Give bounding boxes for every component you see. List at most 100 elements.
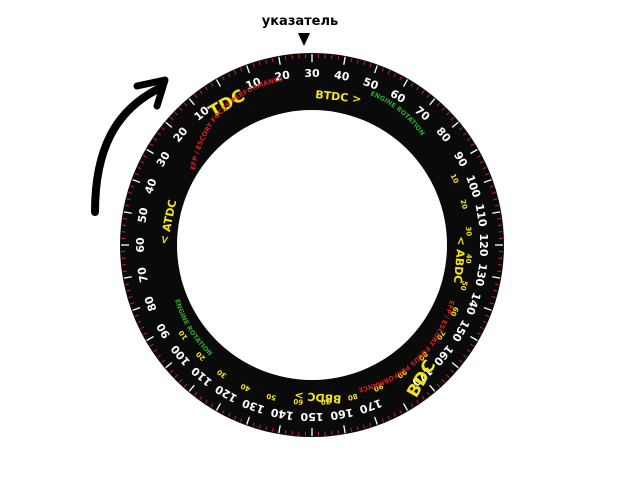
wheel-minor-label: 30: [464, 226, 473, 237]
wheel-tick: [485, 314, 490, 318]
wheel-tick: [137, 166, 142, 170]
wheel-tick: [169, 369, 174, 374]
wheel-tick: [153, 349, 158, 353]
wheel-tick: [130, 185, 135, 188]
wheel-tick: [149, 143, 154, 147]
wheel-tick: [350, 58, 353, 63]
wheel-tick: [470, 148, 478, 155]
wheel-tick: [284, 55, 287, 60]
wheel-tick: [125, 283, 130, 286]
wheel-tick: [183, 102, 188, 107]
wheel-tick: [258, 61, 261, 66]
wheel-tick: [221, 76, 225, 81]
wheel-tick: [143, 332, 148, 336]
wheel-tick: [402, 79, 409, 87]
wheel-degree-label: 120: [477, 234, 490, 257]
wheel-tick: [174, 111, 178, 116]
wheel-degree-label: 160: [329, 405, 354, 422]
wheel-degree-label: 10: [244, 75, 263, 93]
wheel-tick: [470, 343, 475, 347]
wheel-tick: [436, 102, 441, 107]
wheel-minor-label: 50: [458, 280, 468, 292]
wheel-tick: [204, 399, 208, 404]
wheel-tick: [153, 137, 158, 141]
wheel-tick: [441, 379, 446, 383]
wheel-degree-label: 80: [142, 294, 160, 313]
wheel-degree-label: 30: [304, 67, 320, 80]
wheel-tick: [381, 418, 385, 423]
wheel-minor-label: 70: [320, 397, 331, 406]
pointer-triangle: [298, 33, 310, 46]
wheel-tick: [489, 185, 494, 188]
wheel-tick: [252, 422, 255, 427]
wheel-tick: [174, 374, 178, 379]
wheel-tick: [410, 82, 414, 87]
rotation-arrow-head: [133, 76, 169, 110]
wheel-tick: [157, 354, 162, 358]
wheel-tick: [489, 302, 494, 305]
wheel-tick: [482, 320, 487, 324]
wheel-tick: [393, 73, 397, 78]
wheel-tick: [393, 412, 397, 417]
wheel-tick: [252, 63, 255, 68]
wheel-minor-label: 60: [449, 305, 460, 317]
wheel-minor-label: 40: [464, 253, 473, 264]
wheel-tick: [183, 383, 188, 388]
wheel-tick: [470, 143, 475, 147]
wheel-minor-label: 60: [293, 397, 304, 406]
wheel-tick: [462, 354, 467, 358]
wheel-tick: [178, 379, 183, 383]
wheel-tick: [441, 107, 446, 111]
wheel-tick: [446, 374, 450, 379]
wheel-tick: [343, 425, 346, 434]
wheel-tick: [410, 403, 414, 408]
wheel-degree-label: 130: [472, 262, 489, 287]
wheel-tick: [210, 403, 214, 408]
wheel-tick: [265, 59, 268, 64]
wheel-tick: [126, 198, 131, 201]
wheel-tick: [343, 56, 346, 65]
wheel-tick: [157, 132, 162, 136]
wheel-degree-label: 40: [333, 68, 351, 84]
wheel-tick: [246, 65, 251, 74]
wheel-tick: [278, 56, 281, 65]
wheel-tick: [215, 79, 222, 87]
wheel-tick: [494, 204, 499, 207]
wheel-tick: [132, 179, 141, 184]
wheel-tick: [429, 384, 436, 392]
wheel-tick: [426, 392, 430, 396]
wheel-tick: [493, 198, 498, 201]
wheel-tick: [123, 276, 132, 279]
wheel-tick: [497, 217, 502, 220]
wheel-tick: [128, 191, 133, 194]
wheel-tick: [146, 335, 154, 342]
marker-btdc: BTDC >: [315, 88, 362, 106]
wheel-tick: [476, 332, 481, 336]
wheel-tick: [491, 296, 496, 299]
wheel-tick: [497, 270, 502, 273]
wheel-tick: [146, 148, 154, 155]
rotation-arrow: [91, 84, 164, 216]
wheel-tick: [337, 55, 340, 60]
wheel-tick: [459, 359, 463, 363]
wheel-tick: [130, 302, 135, 305]
wheel-degree-label: 20: [274, 68, 292, 84]
wheel-tick: [140, 160, 145, 164]
wheel-tick: [199, 90, 203, 95]
wheel-tick: [239, 418, 243, 423]
wheel-tick: [194, 94, 198, 98]
wheel-tick: [125, 204, 130, 207]
wheel-tick: [233, 70, 237, 75]
wheel-tick: [122, 270, 127, 273]
wheel-tick: [350, 427, 353, 432]
wheel-tick: [416, 86, 420, 91]
wheel-tick: [466, 349, 471, 353]
wheel-degree-label: 70: [135, 266, 151, 284]
wheel-tick: [421, 90, 425, 95]
wheel-tick: [399, 409, 403, 414]
wheel-tick: [479, 160, 484, 164]
wheel-tick: [492, 276, 501, 279]
wheel-tick: [258, 424, 261, 429]
wheel-tick: [188, 98, 195, 106]
